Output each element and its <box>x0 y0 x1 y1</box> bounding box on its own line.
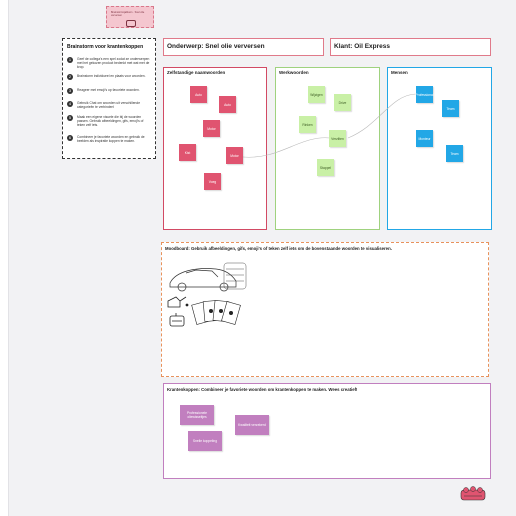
sticky-note[interactable]: Drive <box>334 94 351 111</box>
sticky-note[interactable]: Team <box>446 145 463 162</box>
instruction-step: 5 Maak een eigene visuele die bij de woo… <box>67 115 153 130</box>
sticky-note[interactable]: Auto <box>190 86 207 103</box>
step-text: Maak een eigene visuele die bij de woord… <box>77 115 144 128</box>
template-thumbnail-text: Brainstormsjabloon · Snel olie verversen <box>111 11 145 17</box>
step-number: 5 <box>67 115 73 121</box>
client-text: Klant: Oil Express <box>334 43 390 50</box>
sticky-note[interactable]: Snelle koppeling <box>188 431 222 451</box>
client-header[interactable]: Klant: Oil Express <box>330 38 491 56</box>
sticky-note[interactable]: Wijzigen <box>308 86 325 103</box>
template-thumbnail[interactable]: Brainstormsjabloon · Snel olie verversen <box>106 6 154 28</box>
oil-can-icon <box>167 296 189 308</box>
verbs-column-title: Werkwoorden <box>279 70 309 75</box>
step-number: 6 <box>67 135 73 141</box>
sticky-note[interactable]: Professionele oliewisseltjes <box>180 405 214 425</box>
step-text: Geef de collega's een spel zodat ze onde… <box>77 57 150 70</box>
moodboard-sketches <box>167 262 247 327</box>
step-text: Brainstorm individueel en plaats voor wo… <box>77 74 146 78</box>
step-text: Combineer je favoriete woorden en gebrui… <box>77 135 145 144</box>
subject-text: Onderwerp: Snel olie verversen <box>167 43 265 50</box>
oil-express-logo-icon <box>460 486 486 501</box>
instruction-step: 1 Geef de collega's een spel zodat ze on… <box>67 57 153 71</box>
step-number: 4 <box>67 101 73 107</box>
sticky-note[interactable]: Kwaliteit verzekerd <box>235 415 269 435</box>
instructions-title: Brainstorm voor krantenkoppen <box>67 44 144 50</box>
sticky-note[interactable]: Team <box>442 100 459 117</box>
moodboard-frame[interactable]: Moodboard: Gebruik afbeeldingen, gifs, e… <box>161 242 489 377</box>
frame-icon <box>126 20 136 27</box>
sticky-note[interactable]: Verzilten <box>329 130 346 147</box>
playing-cards-icon <box>191 299 241 325</box>
verbs-column[interactable]: Werkwoorden <box>275 67 380 230</box>
engine-sketch-icon <box>223 262 247 290</box>
headlines-title: Krantenkoppen: Combineer je favoriete wo… <box>167 387 358 392</box>
sticky-note[interactable]: Motor <box>203 120 220 137</box>
sticky-note[interactable]: Auto <box>219 96 236 113</box>
moodboard-title: Moodboard: Gebruik afbeeldingen, gifs, e… <box>165 246 392 251</box>
step-number: 2 <box>67 74 73 80</box>
sticky-note[interactable]: Kist <box>179 144 196 161</box>
people-column[interactable]: Mensen <box>387 67 492 230</box>
subject-header[interactable]: Onderwerp: Snel olie verversen <box>163 38 324 56</box>
instruction-step: 3 Reageer met emoji's op favoriete woord… <box>67 88 153 98</box>
people-column-title: Mensen <box>391 70 408 75</box>
instruction-step: 4 Gebruik Chat om woorden uit verschille… <box>67 101 153 111</box>
instructions-panel[interactable]: Brainstorm voor krantenkoppen 1 Geef de … <box>62 38 156 159</box>
step-number: 1 <box>67 57 73 63</box>
mechanic-icon <box>169 313 185 327</box>
instruction-step: 6 Combineer je favoriete woorden en gebr… <box>67 135 153 150</box>
car-sketch-icon <box>169 268 237 292</box>
step-text: Reageer met emoji's op favoriete woorden… <box>77 88 140 92</box>
sticky-note[interactable]: Motor <box>226 147 243 164</box>
step-text: Gebruik Chat om woorden uit verschillend… <box>77 101 141 110</box>
sticky-note[interactable]: Rinken <box>299 116 316 133</box>
nouns-column-title: Zelfstandige naamwoorden <box>167 70 226 75</box>
instruction-step: 2 Brainstorm individueel en plaats voor … <box>67 74 153 84</box>
canvas-left-edge <box>0 0 9 516</box>
sticky-note[interactable]: Voeg <box>204 173 221 190</box>
sticky-note[interactable]: Stappel <box>317 159 334 176</box>
sticky-note[interactable]: Monteur <box>416 130 433 147</box>
sticky-note[interactable]: Professional <box>415 86 434 103</box>
step-number: 3 <box>67 88 73 94</box>
